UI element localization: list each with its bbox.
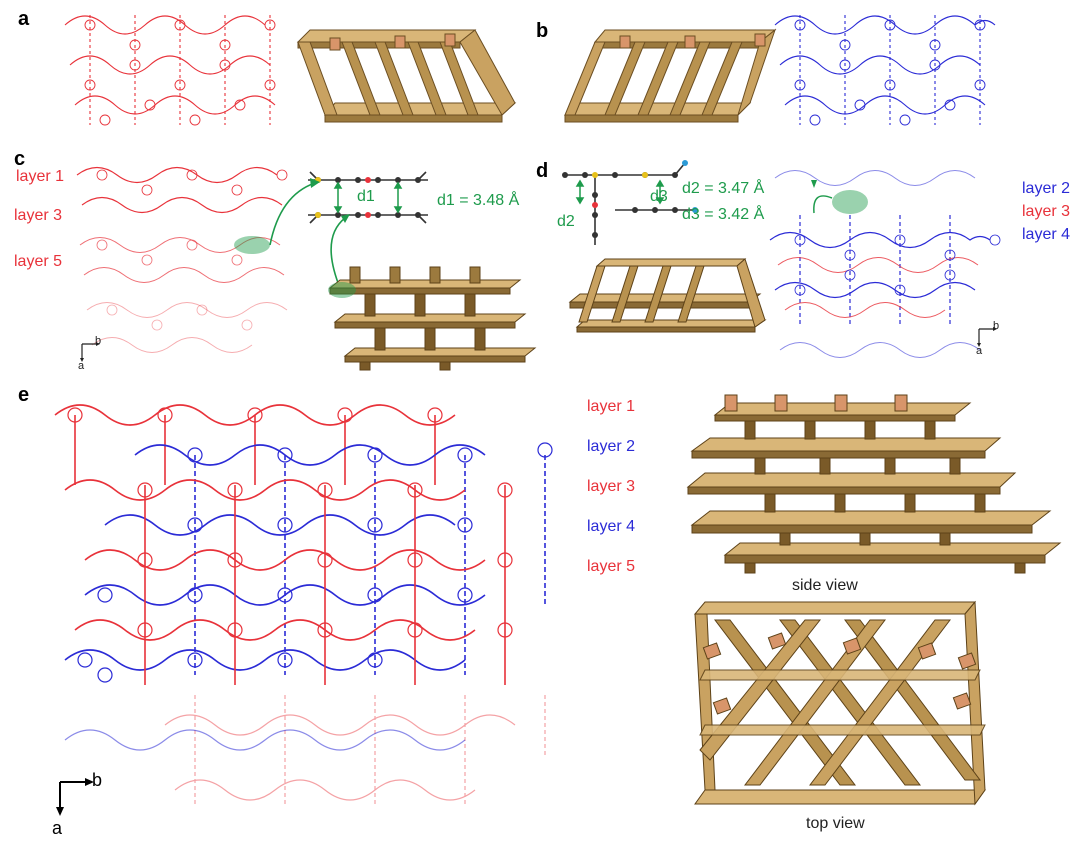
panel-c-layer-1-label: layer 1 xyxy=(16,168,65,185)
panel-c-axis-b: b xyxy=(95,335,102,347)
panel-d-axis-b: b xyxy=(993,320,1000,332)
panel-e-side-view-label: side view xyxy=(792,577,858,594)
panel-c-d1-label: d1 xyxy=(357,188,375,205)
panel-letter-e: e xyxy=(18,384,30,406)
panel-c-highlight-ellipse xyxy=(234,236,270,254)
panel-d-blue-red-network xyxy=(769,170,1001,358)
panel-e-axis-icon xyxy=(56,778,94,816)
panel-e-top-view-label: top view xyxy=(806,815,865,832)
panel-letter-b: b xyxy=(536,20,549,42)
panel-d-layer-3-label: layer 3 xyxy=(1022,203,1071,220)
panel-c-layer-5-label: layer 5 xyxy=(14,253,63,270)
panel-e-layer-3-label: layer 3 xyxy=(587,478,636,495)
panel-d-wood-stack xyxy=(568,258,767,333)
panel-letter-d: d xyxy=(536,160,549,182)
panel-e-axis-b: b xyxy=(92,770,103,790)
panel-c-molecule-dimer xyxy=(308,171,428,224)
panel-letter-c: c xyxy=(14,148,26,170)
panel-e-layer-4-label: layer 4 xyxy=(587,518,636,535)
panel-a-red-network xyxy=(64,15,276,126)
panel-e-wood-top-view xyxy=(693,600,986,806)
panel-letter-a: a xyxy=(18,8,30,30)
panel-a-wood-frame xyxy=(296,29,517,123)
panel-d-d3-value: d3 = 3.42 Å xyxy=(682,206,765,223)
panel-c-axis-a: a xyxy=(78,360,85,372)
panel-d-highlight-ellipse xyxy=(832,190,868,214)
panel-d-axis-icon xyxy=(977,327,997,347)
panel-d-molecule-dimer xyxy=(562,160,698,245)
panel-b-blue-network xyxy=(774,15,996,126)
panel-c-layer-3-label: layer 3 xyxy=(14,207,63,224)
panel-c-d1-value: d1 = 3.48 Å xyxy=(437,192,520,209)
panel-d-layer-2-label: layer 2 xyxy=(1022,180,1071,197)
panel-c-wood-highlight xyxy=(328,282,356,298)
panel-d-layer-4-label: layer 4 xyxy=(1022,226,1071,243)
panel-c-wood-stack xyxy=(328,266,537,371)
panel-d-d3-label: d3 xyxy=(650,188,668,205)
panel-c-axis-icon xyxy=(80,342,100,362)
panel-d-d2-label: d2 xyxy=(557,213,575,230)
panel-d-axis-a: a xyxy=(976,345,983,357)
panel-e-layer-2-label: layer 2 xyxy=(587,438,636,455)
panel-e-layer-1-label: layer 1 xyxy=(587,398,636,415)
panel-e-interpenetrated-network xyxy=(54,404,553,805)
panel-c-red-layered-network xyxy=(76,166,288,353)
panel-e-axis-a: a xyxy=(52,818,63,838)
panel-d-d2-value: d2 = 3.47 Å xyxy=(682,180,765,197)
panel-e-layer-5-label: layer 5 xyxy=(587,558,636,575)
panel-c-green-arrows xyxy=(269,178,350,289)
panel-e-wood-side-view xyxy=(686,394,1062,574)
panel-b-wood-frame xyxy=(563,28,777,123)
